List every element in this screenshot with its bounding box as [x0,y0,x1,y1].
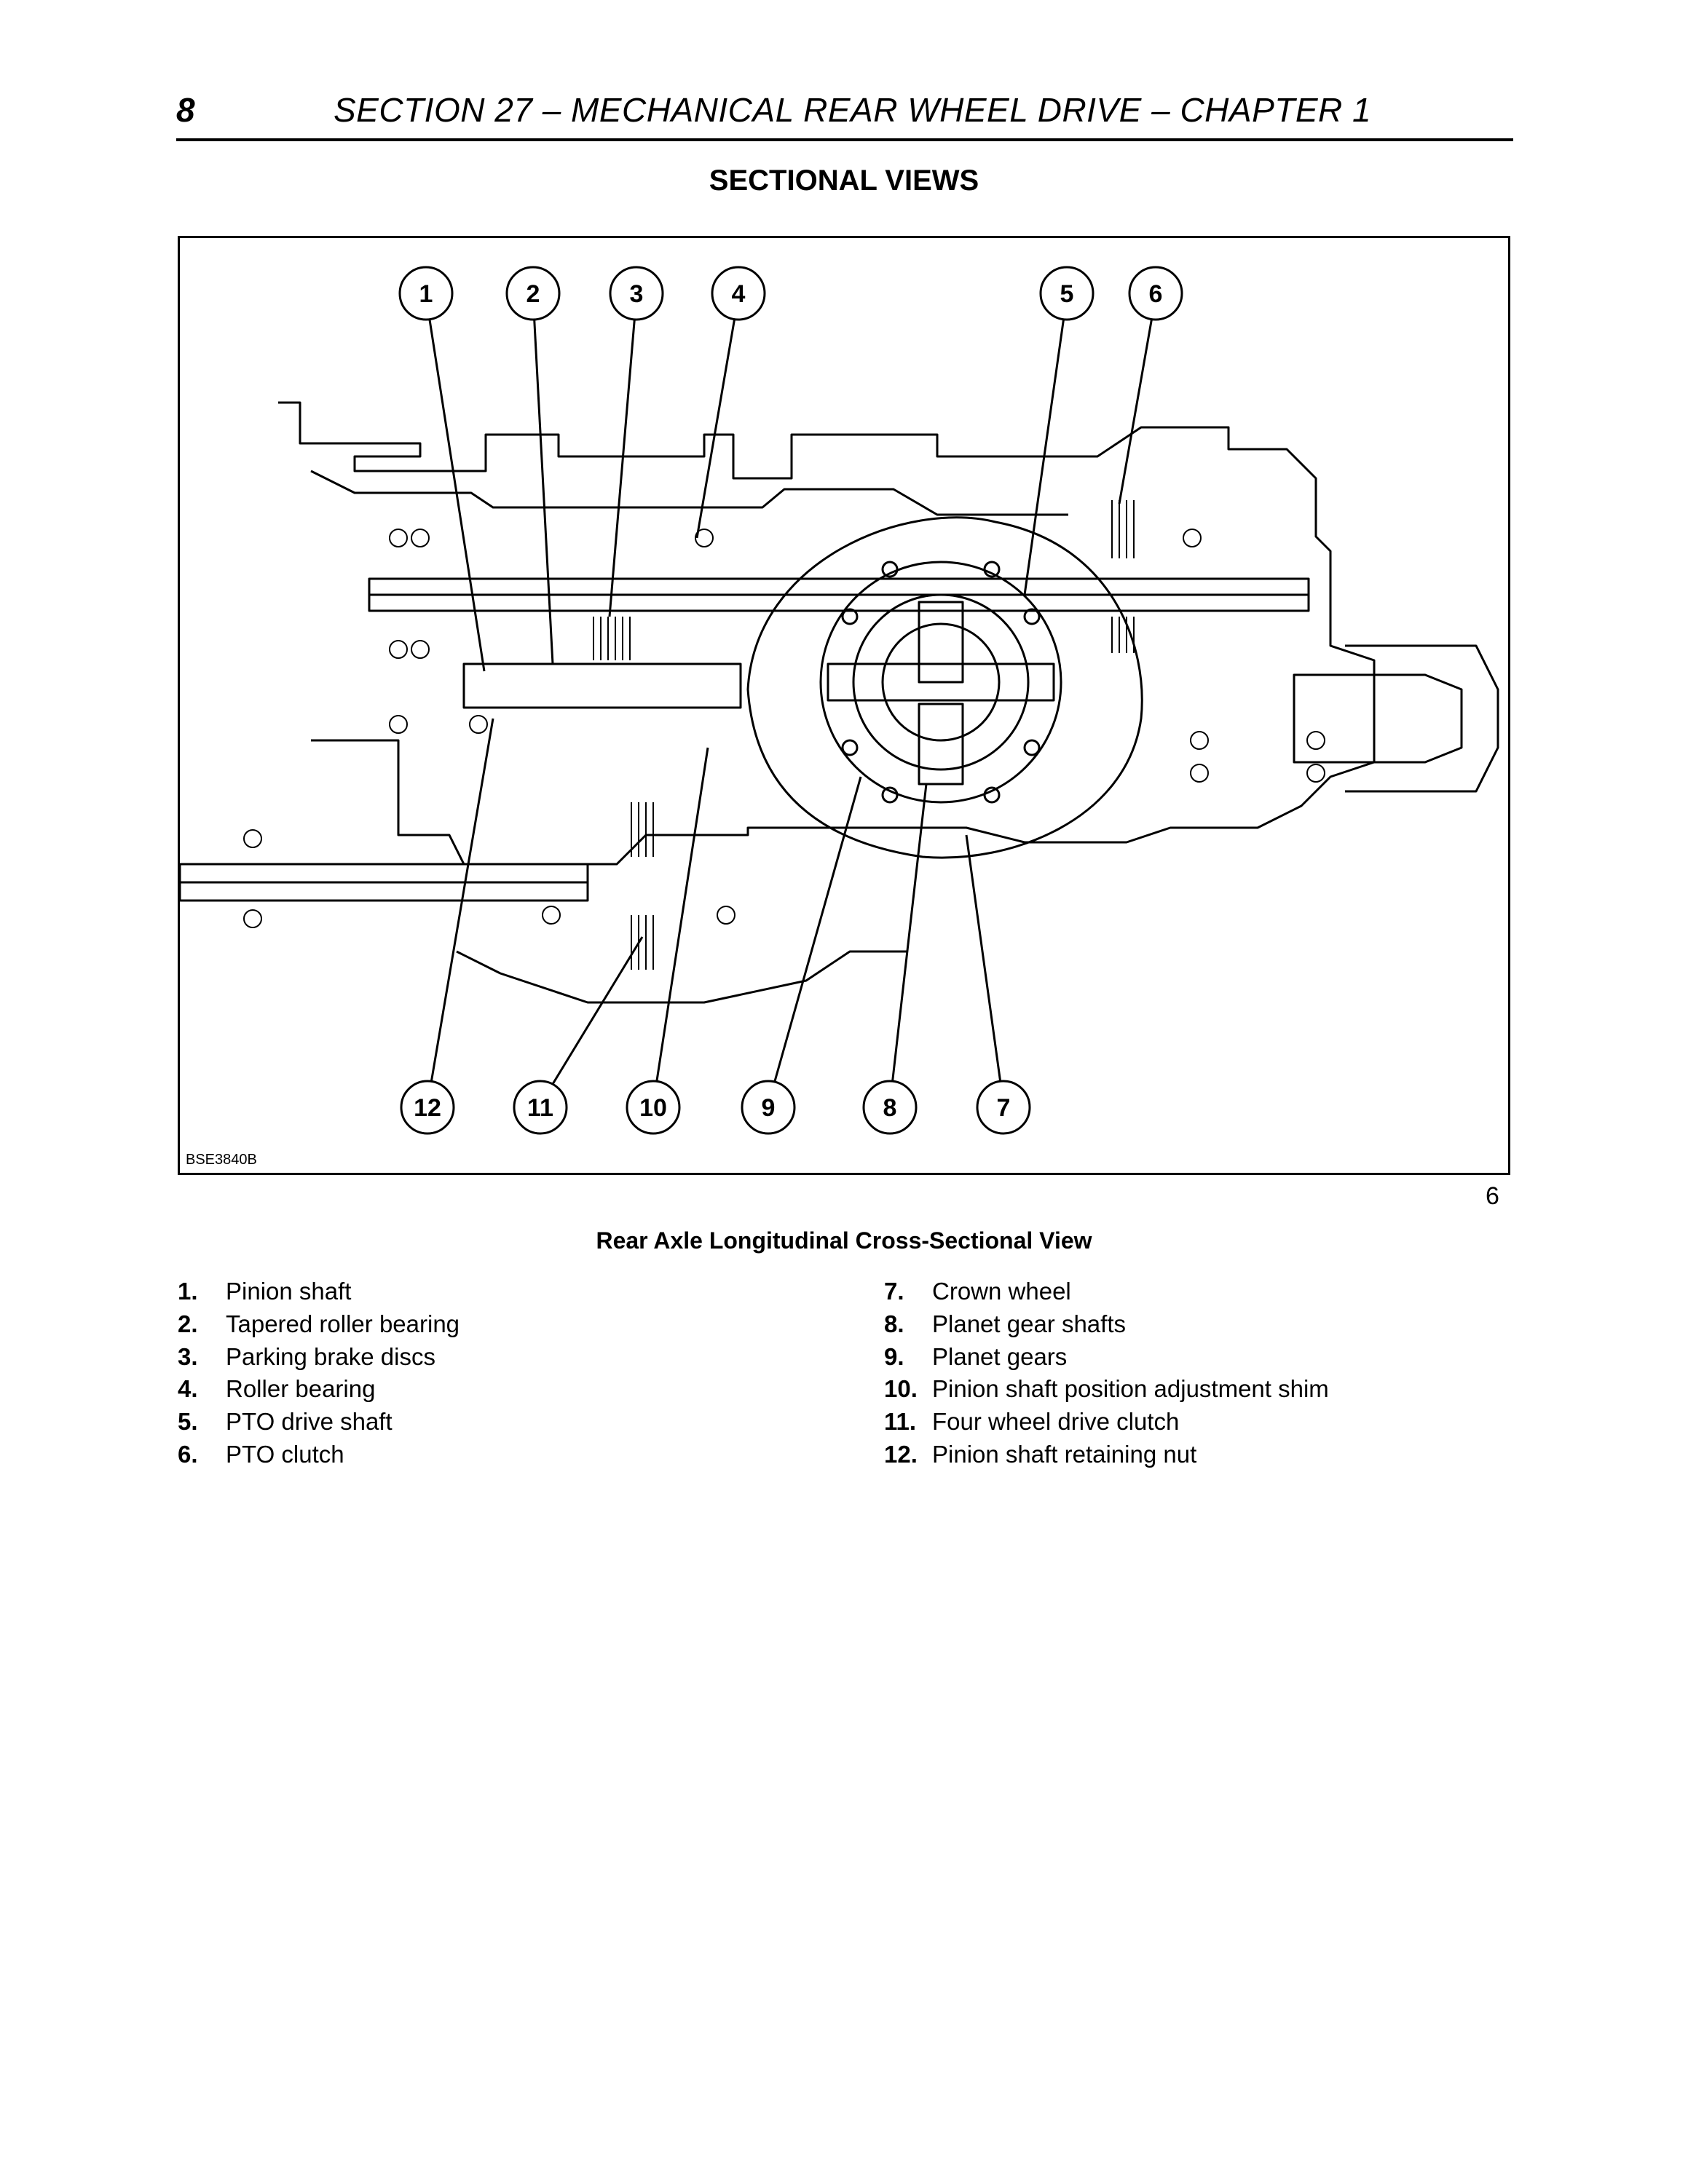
callout-label: 1 [419,280,433,308]
page-heading: SECTIONAL VIEWS [709,165,979,197]
figure-caption: Rear Axle Longitudinal Cross-Sectional V… [596,1227,1092,1254]
parking-brake-discs [593,617,631,660]
legend-item: 6. PTO clutch [178,1439,460,1471]
housing-belly [456,950,908,1004]
legend-item: 12. Pinion shaft retaining nut [884,1439,1329,1471]
legend-item: 1. Pinion shaft [178,1275,460,1308]
legend-number: 4. [178,1375,198,1403]
callout-6 [1128,266,1183,321]
callout-label: 4 [732,280,746,308]
legend-text: Four wheel drive clutch [932,1408,1180,1436]
legend-item: 10. Pinion shaft position adjustment shim [884,1373,1329,1406]
callout-4 [711,266,766,321]
legend-item: 8. Planet gear shafts [884,1308,1329,1341]
legend-text: Pinion shaft retaining nut [932,1440,1197,1468]
legend-list-left: 1.Pinion shaft 2.Tapered roller bearing … [178,1275,460,1471]
legend-text: Tapered roller bearing [226,1310,460,1337]
legend-text: Roller bearing [226,1375,376,1403]
legend-number: 8. [884,1310,904,1337]
callout-1 [398,266,454,321]
figure-id-label: BSE3840B [186,1152,257,1168]
callout-label: 2 [526,280,540,308]
callout-5 [1039,266,1095,321]
legend-number: 12. [884,1440,918,1468]
cross-section-drawing: 1 2 3 4 5 6 12 11 10 9 8 7 [180,266,1499,1135]
figure-frame: 1 2 3 4 5 6 12 11 10 9 8 7 BSE3840B [178,236,1510,1175]
callout-label: 5 [1060,280,1074,308]
bearings [243,529,1325,928]
legend-number: 11. [884,1408,917,1436]
legend-item: 7. Crown wheel [884,1275,1329,1308]
callout-9 [741,1080,796,1135]
figure-number: 6 [1486,1182,1499,1210]
planet-gear-shaft [827,662,1055,702]
legend-number: 5. [178,1408,198,1436]
callout-label: 8 [883,1094,897,1122]
housing-lower-outline [311,689,1376,866]
legend-text: Crown wheel [932,1278,1071,1305]
callout-12 [400,1080,455,1135]
legend-number: 6. [178,1440,198,1468]
legend-number: 2. [178,1310,198,1337]
header-rule [176,138,1513,141]
legend-text: PTO clutch [226,1440,344,1468]
legend-text: PTO drive shaft [226,1408,393,1436]
callout-label: 10 [639,1094,667,1122]
legend-number: 7. [884,1278,904,1305]
callout-label: 9 [762,1094,776,1122]
callout-label: 6 [1149,280,1163,308]
legend-list-right: 7. Crown wheel 8. Planet gear shafts 9. Pla… [884,1275,1329,1471]
legend-text: Pinion shaft [226,1278,352,1305]
callout-11 [513,1080,568,1135]
callout-7 [976,1080,1031,1135]
housing-inner-upper [310,470,1068,516]
callout-2 [505,266,561,321]
legend-text: Parking brake discs [226,1342,435,1370]
callout-10 [626,1080,681,1135]
legend-item: 4. Roller bearing [178,1373,460,1406]
callout-3 [609,266,664,321]
legend-number: 9. [884,1342,904,1370]
legend-number: 1. [178,1278,198,1305]
legend-text: Planet gears [932,1342,1068,1370]
legend-text: Planet gear shafts [932,1310,1126,1337]
legend-number: 10. [884,1375,918,1403]
four-wheel-drive-clutch [631,802,654,970]
callout-8 [862,1080,918,1135]
housing-upper-outline [278,401,1376,689]
legend-item: 3. Parking brake discs [178,1341,460,1374]
legend-number: 3. [178,1342,198,1370]
pto-clutch [1111,500,1135,653]
callout-label: 7 [997,1094,1011,1122]
callout-label: 12 [414,1094,441,1122]
page-number: 8 [176,91,195,129]
callout-label: 3 [630,280,644,308]
pinion-shaft [462,662,742,709]
crown-wheel-outline [746,516,1143,859]
legend-item: 2. Tapered roller bearing [178,1308,460,1341]
legend-text: Pinion shaft position adjustment shim [932,1375,1329,1403]
legend-item: 9. Planet gears [884,1341,1329,1374]
legend-item: 11. Four wheel drive clutch [884,1406,1329,1439]
section-title: SECTION 27 – MECHANICAL REAR WHEEL DRIVE… [334,91,1372,129]
differential-case [819,561,1062,804]
legend-item: 5. PTO drive shaft [178,1406,460,1439]
callout-label: 11 [527,1094,553,1122]
pto-output-stub [1293,673,1463,764]
